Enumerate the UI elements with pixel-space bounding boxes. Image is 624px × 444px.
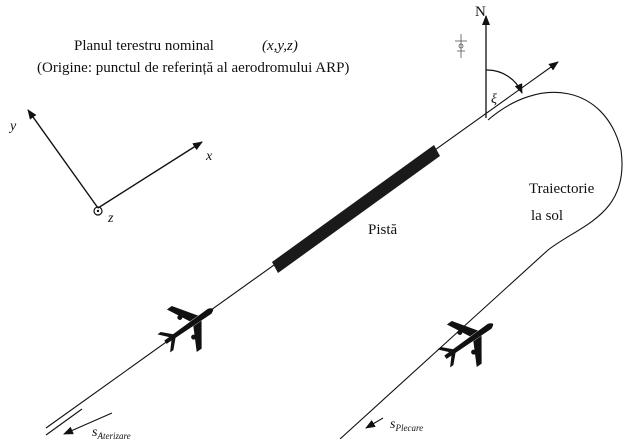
departure-label: sPlecare [390,417,423,433]
approach-line-lower [45,408,83,436]
ground-track-label-1: Traiectorie [529,181,595,197]
title-coordinates: (x,y,z) [262,38,298,54]
arrival-label: sAterizare [92,425,131,439]
north-label: N [475,4,486,20]
arrival-direction-arrow [63,412,113,435]
runway-strip [272,145,440,273]
y-axis-arrow [27,109,99,209]
origin-circle-icon [93,206,103,216]
heading-angle-label: ξ [491,92,497,107]
z-axis-label: z [107,211,114,226]
ground-track-path [339,91,623,440]
x-axis-label: x [205,149,213,164]
title-line-2: (Origine: punctul de referință al aerodr… [37,60,349,76]
ground-track-label-2: la sol [531,208,563,224]
aircraft-icon [148,287,228,365]
coordinate-system: y x z [8,109,213,226]
heading-angle-arc [485,69,523,94]
runway-label: Pistă [368,222,398,238]
aircraft-icon [428,302,508,380]
departure-direction-arrow [365,417,384,429]
y-axis-label: y [8,119,17,134]
x-axis-arrow [97,141,203,209]
north-arrow-icon [455,15,490,118]
title-line-1: Planul terestru nominal [74,38,214,54]
